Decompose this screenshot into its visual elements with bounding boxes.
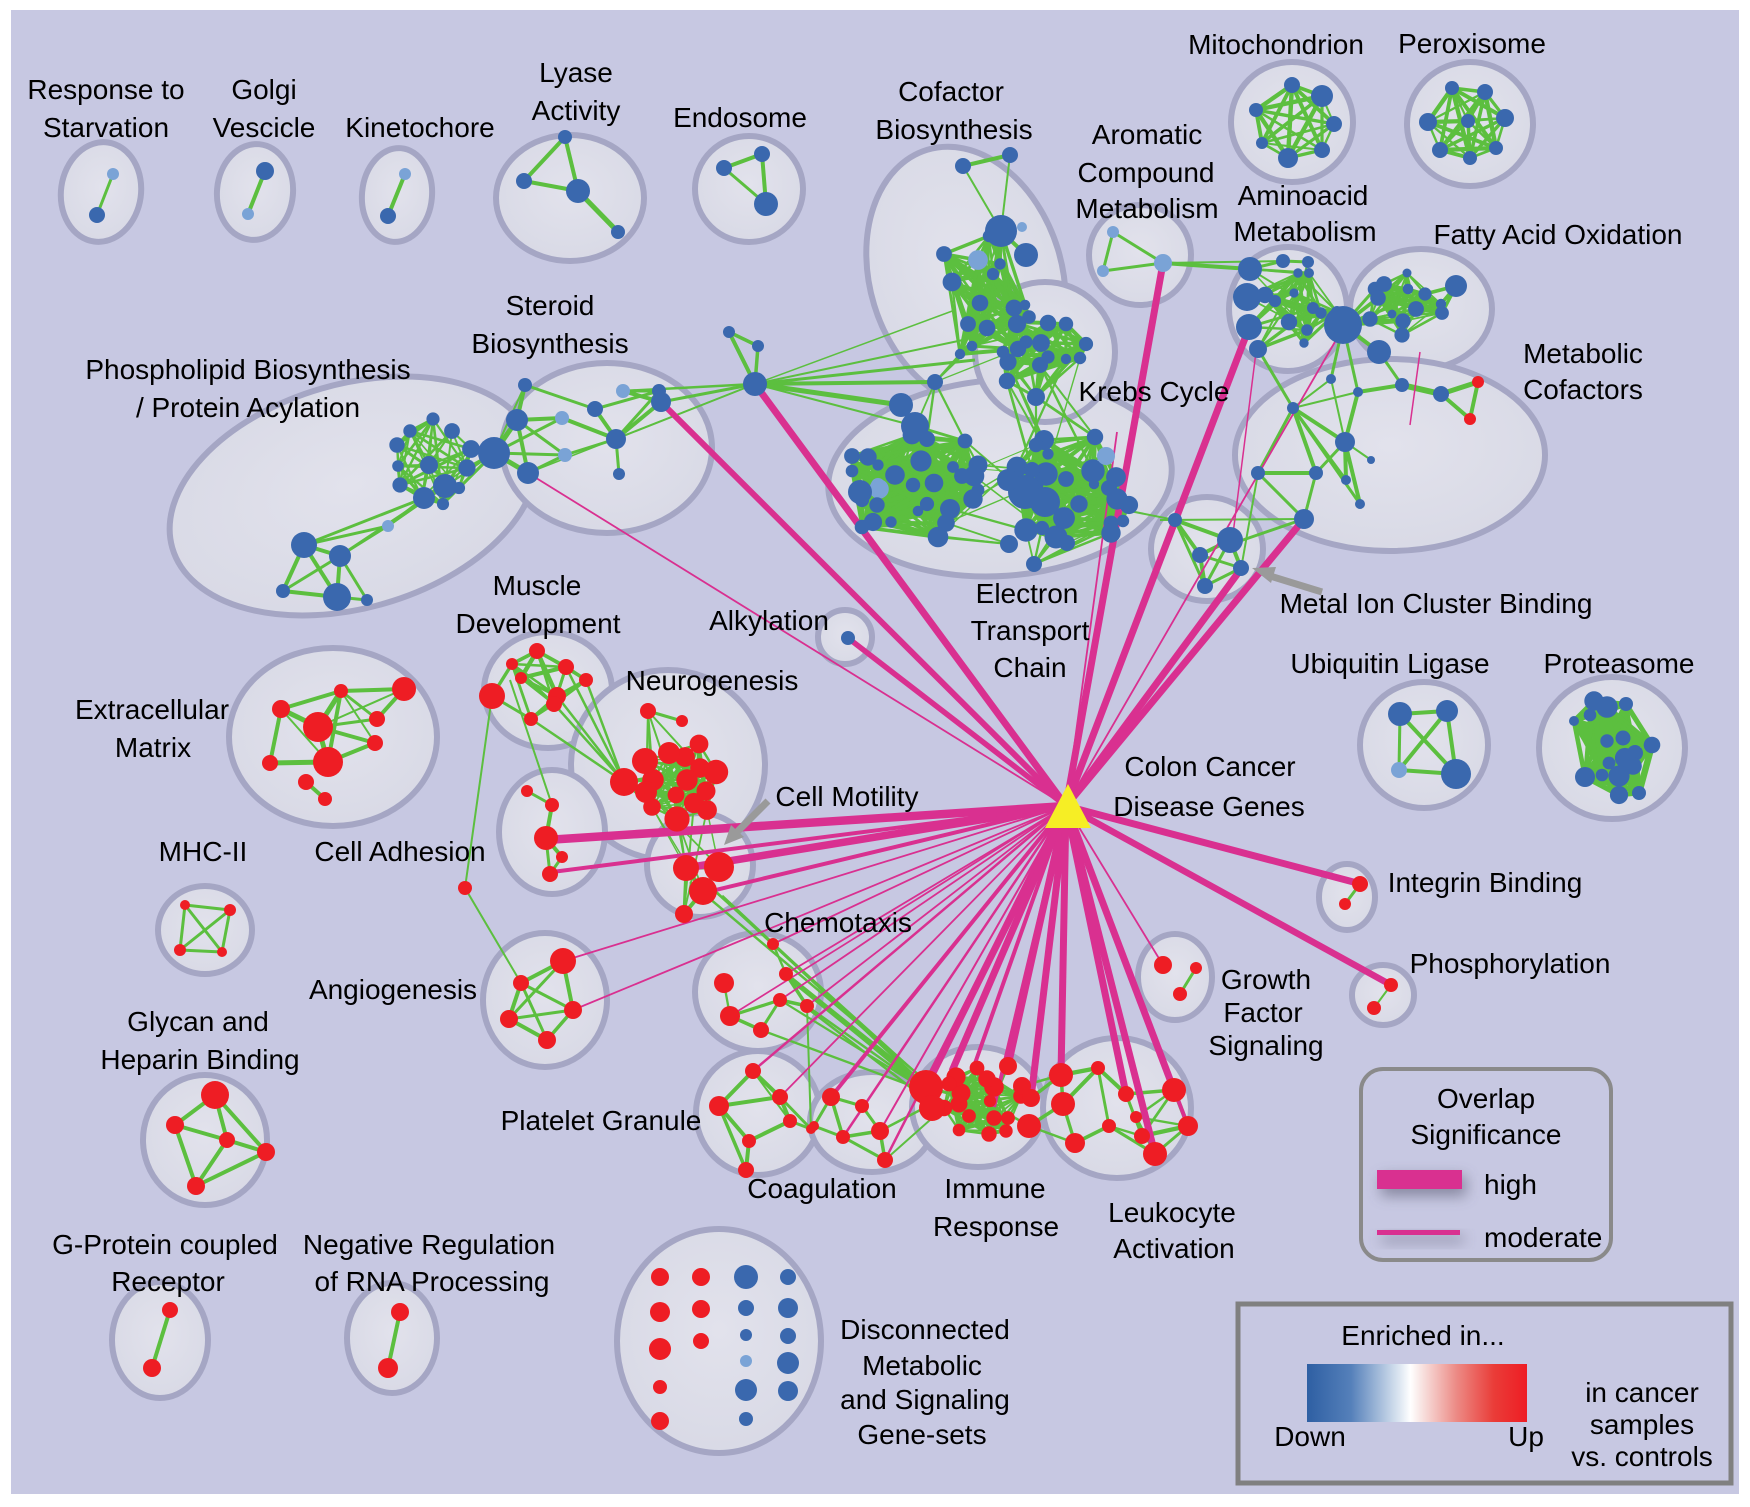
svg-text:Factor: Factor xyxy=(1223,997,1302,1028)
svg-text:vs. controls: vs. controls xyxy=(1571,1441,1713,1472)
svg-text:Cell Adhesion: Cell Adhesion xyxy=(314,836,485,867)
svg-text:Development: Development xyxy=(456,608,621,639)
svg-text:Metabolism: Metabolism xyxy=(1233,216,1376,247)
svg-text:Activation: Activation xyxy=(1113,1233,1234,1264)
svg-text:samples: samples xyxy=(1590,1409,1694,1440)
svg-text:Chain: Chain xyxy=(993,652,1066,683)
svg-text:moderate: moderate xyxy=(1484,1222,1602,1253)
svg-text:Extracellular: Extracellular xyxy=(75,694,229,725)
svg-text:Enriched in...: Enriched in... xyxy=(1341,1320,1504,1351)
svg-text:Colon Cancer: Colon Cancer xyxy=(1124,751,1295,782)
svg-text:Chemotaxis: Chemotaxis xyxy=(764,907,912,938)
svg-text:Golgi: Golgi xyxy=(231,74,296,105)
svg-text:of RNA Processing: of RNA Processing xyxy=(315,1266,550,1297)
svg-text:Vescicle: Vescicle xyxy=(213,112,316,143)
svg-text:Starvation: Starvation xyxy=(43,112,169,143)
svg-text:Cofactors: Cofactors xyxy=(1523,374,1643,405)
svg-text:Metal Ion Cluster Binding: Metal Ion Cluster Binding xyxy=(1280,588,1593,619)
svg-text:Biosynthesis: Biosynthesis xyxy=(471,328,628,359)
svg-text:Transport: Transport xyxy=(971,615,1090,646)
svg-text:Metabolic: Metabolic xyxy=(862,1350,982,1381)
svg-text:Disease Genes: Disease Genes xyxy=(1113,791,1304,822)
svg-text:Phosphorylation: Phosphorylation xyxy=(1410,948,1611,979)
svg-text:Neurogenesis: Neurogenesis xyxy=(626,665,799,696)
svg-text:Signaling: Signaling xyxy=(1208,1030,1323,1061)
svg-text:Receptor: Receptor xyxy=(111,1266,225,1297)
svg-text:Ubiquitin Ligase: Ubiquitin Ligase xyxy=(1290,648,1489,679)
svg-text:Fatty Acid Oxidation: Fatty Acid Oxidation xyxy=(1433,219,1682,250)
svg-text:Electron: Electron xyxy=(976,578,1079,609)
svg-text:Activity: Activity xyxy=(532,95,621,126)
svg-text:Overlap: Overlap xyxy=(1437,1083,1535,1114)
svg-text:Krebs Cycle: Krebs Cycle xyxy=(1079,376,1230,407)
svg-text:Proteasome: Proteasome xyxy=(1544,648,1695,679)
svg-text:Negative Regulation: Negative Regulation xyxy=(303,1229,555,1260)
svg-text:Steroid: Steroid xyxy=(506,290,595,321)
svg-text:Platelet Granule: Platelet Granule xyxy=(501,1105,702,1136)
svg-text:/ Protein Acylation: / Protein Acylation xyxy=(136,392,360,423)
svg-text:Metabolism: Metabolism xyxy=(1075,193,1218,224)
svg-text:high: high xyxy=(1484,1169,1537,1200)
svg-text:Disconnected: Disconnected xyxy=(840,1314,1010,1345)
svg-text:Peroxisome: Peroxisome xyxy=(1398,28,1546,59)
svg-text:Glycan and: Glycan and xyxy=(127,1006,269,1037)
svg-text:Muscle: Muscle xyxy=(493,570,582,601)
svg-text:Heparin Binding: Heparin Binding xyxy=(100,1044,299,1075)
svg-text:Down: Down xyxy=(1274,1421,1346,1452)
svg-text:Cell Motility: Cell Motility xyxy=(775,781,918,812)
svg-text:Aromatic: Aromatic xyxy=(1092,119,1202,150)
svg-text:Leukocyte: Leukocyte xyxy=(1108,1197,1236,1228)
svg-text:Gene-sets: Gene-sets xyxy=(857,1419,986,1450)
svg-text:Response to: Response to xyxy=(27,74,184,105)
svg-text:Endosome: Endosome xyxy=(673,102,807,133)
svg-text:Immune: Immune xyxy=(944,1173,1045,1204)
svg-text:Significance: Significance xyxy=(1411,1119,1562,1150)
svg-text:Metabolic: Metabolic xyxy=(1523,338,1643,369)
svg-text:Aminoacid: Aminoacid xyxy=(1238,180,1369,211)
svg-text:Angiogenesis: Angiogenesis xyxy=(309,974,477,1005)
svg-text:and Signaling: and Signaling xyxy=(840,1384,1010,1415)
svg-text:Matrix: Matrix xyxy=(115,732,191,763)
svg-text:Kinetochore: Kinetochore xyxy=(345,112,494,143)
svg-text:Integrin Binding: Integrin Binding xyxy=(1388,867,1583,898)
svg-text:in cancer: in cancer xyxy=(1585,1377,1699,1408)
svg-text:Alkylation: Alkylation xyxy=(709,605,829,636)
svg-text:Phospholipid Biosynthesis: Phospholipid Biosynthesis xyxy=(85,354,410,385)
svg-text:Compound: Compound xyxy=(1078,157,1215,188)
svg-text:Coagulation: Coagulation xyxy=(747,1173,896,1204)
svg-text:Mitochondrion: Mitochondrion xyxy=(1188,29,1364,60)
svg-text:Cofactor: Cofactor xyxy=(898,76,1004,107)
svg-text:Lyase: Lyase xyxy=(539,57,613,88)
svg-text:Response: Response xyxy=(933,1211,1059,1242)
svg-text:Biosynthesis: Biosynthesis xyxy=(875,114,1032,145)
svg-text:MHC-II: MHC-II xyxy=(159,836,248,867)
svg-text:Up: Up xyxy=(1508,1421,1544,1452)
svg-text:G-Protein coupled: G-Protein coupled xyxy=(52,1229,278,1260)
svg-text:Growth: Growth xyxy=(1221,964,1311,995)
